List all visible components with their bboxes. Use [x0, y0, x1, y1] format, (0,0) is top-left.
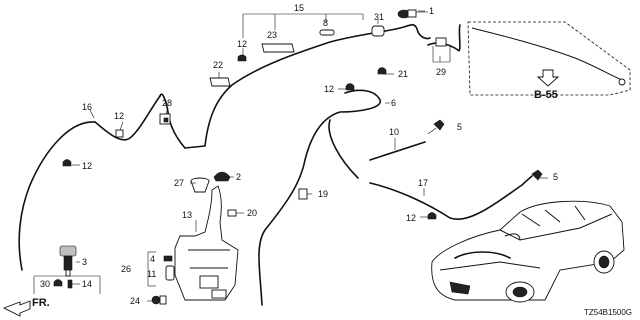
ref-arrow	[536, 69, 560, 87]
callout-3: 3	[82, 257, 87, 267]
reference-b55: B-55	[534, 89, 558, 101]
clip-12-mid-left	[62, 159, 72, 167]
clip-12-upper-left	[115, 129, 124, 138]
callout-12-left: 12	[114, 111, 124, 121]
callout-8: 8	[323, 18, 328, 28]
callout-26-bracket	[147, 251, 156, 287]
callout-31: 31	[374, 12, 384, 22]
hose-17	[369, 175, 533, 220]
part-11	[165, 265, 175, 281]
part-14	[67, 279, 73, 289]
callout-15-bracket	[242, 13, 364, 38]
callout-5-upper: 5	[457, 122, 462, 132]
callout-labels: 1 2 3 4 5 5 6 8 10 11 12 12 12 12 12 12 …	[40, 3, 558, 306]
part-28	[159, 113, 171, 125]
rear-nozzle-hose	[471, 27, 623, 81]
callout-10: 10	[389, 127, 399, 137]
callout-17: 17	[418, 178, 428, 188]
hose-6	[258, 89, 381, 306]
callout-30: 30	[40, 279, 50, 289]
rear-detail-box	[467, 21, 631, 96]
callout-28: 28	[162, 98, 172, 108]
joint-part-31	[371, 20, 385, 37]
part-23	[261, 43, 295, 53]
callout-11: 11	[147, 269, 156, 279]
cap-part-2	[213, 171, 231, 182]
callout-13: 13	[182, 210, 192, 220]
callout-12-center: 12	[324, 84, 334, 94]
upper-washer-hose-left	[159, 93, 186, 149]
callout-12-lower: 12	[406, 213, 416, 223]
upper-washer-hose	[184, 23, 431, 149]
callout-2: 2	[236, 172, 241, 182]
callout-19: 19	[318, 189, 328, 199]
washer-reservoir-13	[174, 185, 239, 301]
callout-20: 20	[247, 208, 257, 218]
connector-part-1	[397, 9, 428, 19]
callout-23: 23	[267, 30, 277, 40]
part-20	[227, 209, 244, 217]
strainer-part-27	[190, 177, 210, 193]
callout-12-mid: 12	[82, 161, 92, 171]
nozzle-5-upper	[427, 119, 445, 135]
leader-lines	[72, 10, 428, 302]
clip-12-lower-right	[427, 212, 437, 220]
callout-15: 15	[294, 3, 304, 13]
callout-24: 24	[130, 296, 140, 306]
hose-10	[369, 141, 426, 161]
part-8	[319, 29, 335, 36]
callout-16: 16	[82, 102, 92, 112]
callout-22: 22	[213, 60, 223, 70]
part-4	[163, 255, 173, 262]
part-22	[209, 77, 231, 87]
hose-6-branch	[328, 119, 359, 179]
callout-5-lower: 5	[553, 172, 558, 182]
vehicle-silhouette	[431, 200, 625, 303]
left-long-hose	[18, 121, 96, 271]
hose-clip-29	[435, 37, 447, 47]
callout-1: 1	[429, 6, 434, 16]
washer-pump-3	[59, 245, 77, 277]
diagram-code: TZ54B1500G	[584, 308, 632, 317]
callout-26: 26	[121, 264, 131, 274]
part-30	[53, 279, 63, 287]
callout-21: 21	[398, 69, 408, 79]
left-upper-hose-branch	[94, 95, 161, 141]
callout-12-top: 12	[237, 39, 247, 49]
part-21	[377, 67, 387, 75]
front-label: FR.	[32, 297, 50, 309]
callout-6: 6	[391, 98, 396, 108]
nozzle-5-lower	[531, 169, 548, 181]
clip-12-center	[345, 83, 355, 91]
front-arrow	[2, 300, 31, 317]
clip-12-top	[237, 54, 247, 62]
part-24	[151, 295, 167, 305]
part-19	[298, 188, 312, 200]
callout-29: 29	[436, 67, 446, 77]
callout-4: 4	[150, 254, 155, 264]
callout-27: 27	[174, 178, 184, 188]
callout-14: 14	[82, 279, 92, 289]
callout-30-14-bracket	[33, 275, 101, 294]
